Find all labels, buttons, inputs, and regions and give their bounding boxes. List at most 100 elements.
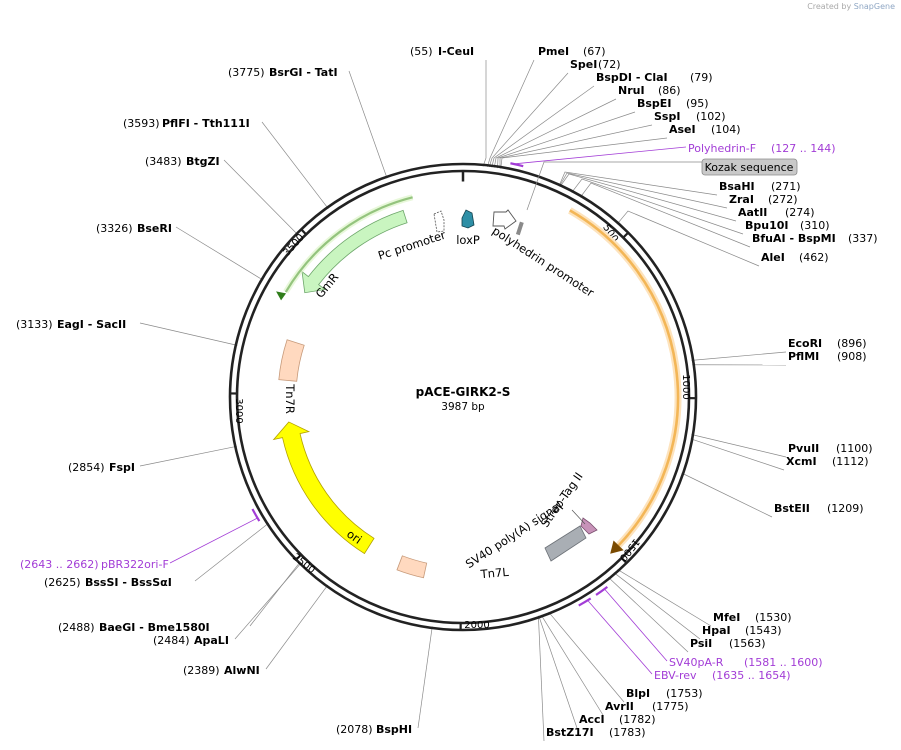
sv40-polya-box[interactable] (544, 525, 587, 562)
enzyme-name: EcoRI (788, 337, 822, 350)
enzyme-name: PmeI (538, 45, 569, 58)
site-leader-line (265, 584, 329, 670)
enzyme-name: SpeI (570, 58, 597, 71)
site-enzyme-name: BlpI (626, 687, 650, 700)
credit-prefix: Created by (807, 2, 852, 11)
tn7l-element[interactable] (396, 555, 428, 579)
gmr-orf-arrowhead (276, 291, 287, 301)
strep-tag-arrow[interactable] (580, 517, 598, 535)
restriction-site-label[interactable]: (908)PflMI (788, 350, 867, 363)
restriction-site-label[interactable]: (1100)PvuII (788, 442, 873, 455)
enzyme-name: SspI (654, 110, 680, 123)
site-enzyme-name: ZraI (729, 193, 754, 206)
site-leader-line (491, 85, 595, 168)
site-enzyme-name: BspEI (637, 97, 671, 110)
enzyme-name: AatII (738, 206, 767, 219)
enzyme-name: BstZ17I (546, 726, 594, 739)
restriction-site-label[interactable]: (86)NruI (618, 84, 681, 97)
restriction-site-label[interactable]: (1563)PsiI (690, 637, 766, 650)
restriction-site-label[interactable]: (104)AseI (669, 123, 741, 136)
kozak-label: Kozak sequence (705, 161, 794, 174)
site-leader-line (493, 98, 617, 168)
site-leader-line (261, 121, 329, 209)
restriction-site-label[interactable]: (3326)BseRI (96, 222, 172, 235)
restriction-site-label[interactable]: (1530)MfeI (713, 611, 792, 624)
restriction-site-label[interactable]: (1782)AccI (579, 713, 656, 726)
tick-label: 2000 (464, 620, 489, 631)
site-position: (2854) (68, 461, 105, 474)
restriction-site-label[interactable]: (2078)BspHI (336, 723, 412, 736)
restriction-site-label[interactable]: (1753)BlpI (626, 687, 703, 700)
primer-label[interactable]: EBV-rev(1635 .. 1654) (654, 669, 791, 682)
primer-name: pBR322ori-F (101, 558, 169, 571)
kozak-sequence-callout[interactable]: Kozak sequence (526, 158, 798, 211)
site-position: (2389) (183, 664, 220, 677)
restriction-site-label[interactable]: (95) BspEI (637, 97, 709, 110)
site-enzyme-name: AlwNI (224, 664, 260, 677)
polyhedrin-promoter-arrow[interactable] (492, 209, 517, 230)
restriction-site-label[interactable]: (310)Bpu10I (745, 219, 830, 232)
primer-name: Polyhedrin-F (688, 142, 756, 155)
restriction-site-label[interactable]: (55)I-CeuI (410, 45, 474, 58)
enzyme-separator: - (190, 117, 202, 130)
restriction-site-label[interactable]: (67)PmeI (538, 45, 606, 58)
site-position: (2488) (58, 621, 95, 634)
site-enzyme-name: BssSI - BssSαI (85, 576, 172, 589)
restriction-site-label[interactable]: (3775)BsrGI - TatI (228, 66, 338, 79)
restriction-site-label[interactable]: (3133)EagI - SacII (16, 318, 126, 331)
site-leader-line (500, 137, 668, 169)
restriction-site-label[interactable]: (2389) AlwNI (183, 664, 260, 677)
site-enzyme-name: BstZ17I (546, 726, 594, 739)
site-position: (95) (686, 97, 709, 110)
restriction-site-label[interactable]: (2625) BssSI - BssSαI (44, 576, 172, 589)
restriction-site-label[interactable]: (896)EcoRI (788, 337, 867, 350)
enzyme-name: Bme1580I (148, 621, 210, 634)
restriction-site-label[interactable]: (1783)BstZ17I (546, 726, 646, 739)
site-leader-line (223, 159, 299, 236)
restriction-site-label[interactable]: (2488) BaeGI - Bme1580I (58, 621, 210, 634)
tick-label: 3000 (233, 398, 244, 423)
restriction-site-label[interactable]: (1209)BstEII (774, 502, 864, 515)
restriction-site-label[interactable]: (462)AleI (761, 251, 829, 264)
feature-label: Pc promoter (376, 228, 447, 263)
site-leader-line (617, 569, 712, 627)
restriction-site-label[interactable]: (2484)ApaLI (153, 634, 229, 647)
restriction-site-label[interactable]: (3483)BtgZI (145, 155, 220, 168)
site-leader-line (690, 438, 785, 471)
restriction-site-label[interactable]: (102)SspI (654, 110, 726, 123)
restriction-site-label[interactable]: (272)ZraI (729, 193, 798, 206)
restriction-site-label[interactable]: (274) AatII (738, 206, 815, 219)
site-enzyme-name: PflMI (788, 350, 819, 363)
tn7r-element[interactable] (278, 339, 305, 382)
restriction-site-label[interactable]: (1112)XcmI (786, 455, 869, 468)
site-position: (3593) (123, 117, 160, 130)
primer-label[interactable]: pBR322ori-F(2643 .. 2662) (20, 558, 169, 571)
restriction-site-label[interactable]: (1775)AvrII (605, 700, 689, 713)
restriction-site-label[interactable]: (72)SpeI (570, 58, 621, 71)
site-position: (3133) (16, 318, 53, 331)
feature-label: loxP (456, 233, 480, 247)
restriction-site-label[interactable]: (1543)HpaI (702, 624, 782, 637)
site-leader-line (499, 124, 653, 169)
pc-promoter-arrow[interactable] (433, 210, 445, 233)
restriction-site-label[interactable]: (2854)FspI (68, 461, 135, 474)
loxp-site[interactable] (461, 209, 475, 229)
site-position: (274) (785, 206, 815, 219)
restriction-site-label[interactable]: (271)BsaHI (719, 180, 801, 193)
primer-label[interactable]: Polyhedrin-F(127 .. 144) (688, 142, 836, 155)
orf-arc[interactable] (569, 209, 680, 547)
site-enzyme-name: BaeGI - Bme1580I (99, 621, 210, 634)
gmr-gene-arrow[interactable] (301, 209, 408, 294)
ori-arrow[interactable] (272, 421, 375, 555)
site-position: (2625) (44, 576, 81, 589)
site-position: (1209) (827, 502, 864, 515)
restriction-site-label[interactable]: (3593)PflFI - Tth111I (123, 117, 250, 130)
site-position: (79) (690, 71, 713, 84)
primer-leader-line (587, 600, 653, 675)
feature-label: Tn7R (283, 383, 297, 414)
primer-label[interactable]: SV40pA-R(1581 .. 1600) (669, 656, 823, 669)
restriction-site-label[interactable]: (79)BspDI - ClaI (596, 71, 713, 84)
restriction-site-label[interactable]: (337)BfuAI - BspMI (752, 232, 878, 245)
feature-label: Tn7L (479, 565, 510, 582)
